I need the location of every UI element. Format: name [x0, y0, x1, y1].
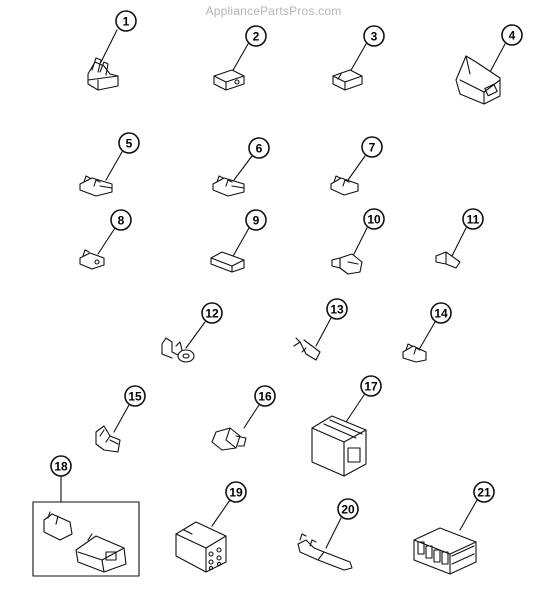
part-number-label: 9 — [253, 214, 260, 228]
part-number-label: 18 — [54, 460, 68, 474]
part-10[interactable]: 10 — [331, 208, 385, 275]
part-16[interactable]: 16 — [211, 385, 276, 451]
part-14[interactable]: 14 — [402, 302, 452, 363]
crimp-terminal-icon — [79, 175, 113, 197]
part-18[interactable]: 18 — [32, 455, 140, 577]
part-number-label: 13 — [330, 303, 344, 317]
part-8[interactable]: 8 — [79, 209, 132, 270]
part-number-label: 1 — [123, 15, 130, 29]
part-4[interactable]: 4 — [455, 24, 523, 105]
part-9[interactable]: 9 — [210, 209, 267, 273]
leader-line — [451, 227, 467, 257]
watermark: AppliancePartsPros.com — [205, 4, 342, 18]
flag-terminal-icon — [95, 425, 121, 453]
part-7[interactable]: 7 — [330, 136, 383, 196]
leader-line — [231, 43, 249, 73]
ring-terminal-icon — [161, 337, 195, 363]
female-terminal-icon — [213, 69, 245, 91]
part-number-label: 2 — [253, 30, 260, 44]
leader-line — [97, 227, 116, 255]
part-number-label: 11 — [467, 213, 480, 227]
part-15[interactable]: 15 — [95, 385, 146, 453]
insulated-terminal-icon — [211, 427, 247, 451]
leader-line — [233, 155, 253, 181]
six-pin-housing-icon — [175, 521, 227, 573]
part-number-label: 12 — [205, 307, 219, 321]
long-crimp-terminal-icon — [297, 533, 353, 571]
leader-line — [100, 29, 118, 63]
crimp-terminal-icon — [212, 175, 245, 197]
angled-terminal-icon — [293, 337, 321, 361]
part-6[interactable]: 6 — [212, 137, 270, 197]
leader-line — [419, 321, 436, 349]
part-3[interactable]: 3 — [332, 25, 385, 91]
kit-frame — [32, 501, 140, 577]
part-20[interactable]: 20 — [297, 498, 359, 571]
part-17[interactable]: 17 — [311, 375, 382, 477]
insulated-terminal-icon — [331, 253, 363, 275]
leader-line — [459, 499, 478, 531]
leader-line — [489, 43, 506, 73]
multi-pin-housing-icon — [413, 527, 477, 575]
leader-line — [231, 227, 250, 259]
part-21[interactable]: 21 — [413, 481, 495, 575]
part-1[interactable]: 1 — [87, 10, 137, 91]
terminal-kit-icon — [43, 511, 127, 573]
leader-line — [325, 517, 342, 549]
part-number-label: 10 — [367, 213, 381, 227]
insulator-sleeve-icon — [210, 251, 245, 273]
part-number-label: 15 — [128, 390, 142, 404]
part-19[interactable]: 19 — [175, 481, 247, 573]
part-number-label: 4 — [509, 29, 516, 43]
part-number-label: 14 — [434, 307, 448, 321]
part-11[interactable]: 11 — [435, 208, 484, 269]
leader-line — [347, 155, 366, 181]
leader-line — [243, 404, 260, 429]
latched-housing-icon — [455, 55, 501, 105]
crimp-terminal-icon — [402, 343, 427, 363]
clip-connector-icon — [87, 57, 119, 91]
part-number-label: 21 — [477, 486, 491, 500]
leader-line — [349, 43, 367, 73]
small-terminal-icon — [79, 249, 105, 270]
leader-line — [113, 404, 130, 433]
part-5[interactable]: 5 — [79, 132, 140, 197]
part-13[interactable]: 13 — [293, 298, 348, 361]
crimp-terminal-icon — [330, 175, 359, 196]
leader-line — [185, 321, 206, 349]
leader-line — [105, 151, 123, 181]
part-number-label: 7 — [369, 141, 376, 155]
connector-housing-icon — [311, 415, 367, 477]
part-number-label: 8 — [118, 214, 125, 228]
part-12[interactable]: 12 — [161, 302, 223, 363]
female-terminal-icon — [332, 69, 363, 91]
leader-line — [351, 227, 368, 259]
leader-line — [211, 499, 231, 527]
leader-line — [345, 394, 365, 423]
part-number-label: 16 — [258, 390, 272, 404]
part-number-label: 6 — [256, 142, 263, 156]
part-2[interactable]: 2 — [213, 25, 267, 91]
part-number-label: 20 — [341, 503, 355, 517]
pin-terminal-icon — [435, 251, 461, 269]
part-number-label: 5 — [126, 137, 133, 151]
part-number-label: 17 — [364, 380, 378, 394]
leader-line — [315, 317, 332, 347]
part-number-label: 3 — [371, 30, 378, 44]
part-number-label: 19 — [229, 486, 243, 500]
